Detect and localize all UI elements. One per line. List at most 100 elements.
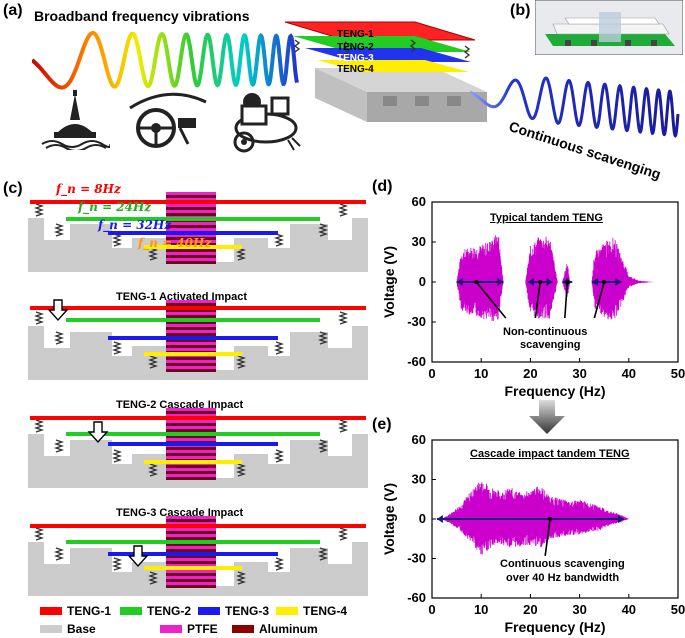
pointer-dot <box>474 280 479 284</box>
pointer-line <box>534 281 542 319</box>
device-photo <box>535 0 683 55</box>
chart-e-annotation-1: Continuous scavenging <box>500 558 625 570</box>
stage-1-diagram <box>28 299 368 380</box>
x-tick-label: 10 <box>474 602 488 617</box>
pointer-line <box>564 281 569 319</box>
span-arrow-head <box>546 278 553 286</box>
chart-e-annotation-2: over 40 Hz bandwidth <box>506 572 620 584</box>
x-tick-label: 40 <box>622 602 636 617</box>
legend-teng-3: TENG-3 <box>198 604 269 618</box>
legend-teng-4: TENG-4 <box>276 604 347 618</box>
stage-title-1: TENG-1 Activated Impact <box>116 291 248 303</box>
y-tick-label: -60 <box>407 590 426 605</box>
teng-2-label: TENG-2 <box>337 42 374 53</box>
x-tick-label: 40 <box>622 366 636 381</box>
legend-swatch <box>198 607 220 615</box>
panel-a-label: (a) <box>3 2 23 19</box>
legend-ptfe: PTFE <box>160 622 218 636</box>
y-tick-label: 30 <box>412 234 426 249</box>
panel-c-label: (c) <box>3 180 23 197</box>
engine-icon <box>233 93 301 153</box>
panel-d-label: (d) <box>372 178 393 195</box>
y-tick-label: 0 <box>419 274 426 289</box>
vibration-wave-input <box>32 31 299 90</box>
legend-swatch <box>276 607 298 615</box>
legend-teng-1: TENG-1 <box>40 604 111 618</box>
x-axis-label: Frequency (Hz) <box>504 619 605 635</box>
legend-swatch <box>232 625 254 633</box>
y-axis-label: Voltage (V) <box>381 246 397 318</box>
x-tick-label: 50 <box>671 602 685 617</box>
x-tick-label: 10 <box>474 366 488 381</box>
y-axis-label: Voltage (V) <box>381 483 397 555</box>
steering-wheel-icon <box>129 92 207 148</box>
y-tick-label: 60 <box>412 432 426 447</box>
legend-label: TENG-2 <box>147 604 192 618</box>
x-axis-label: Frequency (Hz) <box>504 383 605 399</box>
legend-swatch <box>120 607 142 615</box>
pointer-dot <box>565 280 570 284</box>
buoy-icon <box>41 90 110 150</box>
y-tick-label: -30 <box>407 551 426 566</box>
stage-2-diagram <box>28 408 368 488</box>
x-tick-label: 0 <box>428 366 435 381</box>
x-tick-label: 50 <box>671 366 685 381</box>
panel-b-label: (b) <box>510 2 531 19</box>
pointer-dot <box>538 280 543 284</box>
span-arrow-head <box>497 278 504 286</box>
legend-base: Base <box>40 622 96 636</box>
chart-d-annotation-1: Non-continuous <box>503 326 588 338</box>
teng-device-3d <box>284 21 487 122</box>
teng-4-label: TENG-4 <box>337 64 374 75</box>
freq-label-teng-1: f_n = 8Hz <box>56 182 121 196</box>
data-series-0 <box>456 235 653 321</box>
pointer-line <box>544 518 551 556</box>
y-tick-label: 30 <box>412 472 426 487</box>
chart-d-annotation-2: scavenging <box>520 339 581 351</box>
y-tick-label: -30 <box>407 314 426 329</box>
freq-label-teng-3: f_n = 32Hz <box>98 218 172 232</box>
x-tick-label: 20 <box>523 366 537 381</box>
freq-label-teng-4: f_n = 40Hz <box>138 236 212 250</box>
span-arrow-head <box>527 278 534 286</box>
stage-0-diagram <box>28 192 368 272</box>
legend-swatch <box>160 625 182 633</box>
y-tick-label: -60 <box>407 354 426 369</box>
y-tick-label: 60 <box>412 194 426 209</box>
span-arrow-head <box>436 515 443 523</box>
y-tick-label: 0 <box>419 511 426 526</box>
down-arrow-icon <box>529 400 565 434</box>
legend-teng-2: TENG-2 <box>120 604 191 618</box>
legend-label: TENG-4 <box>303 604 348 618</box>
freq-label-teng-2: f_n = 24Hz <box>78 200 152 214</box>
legend-label: TENG-3 <box>225 604 270 618</box>
stage-3-diagram <box>28 516 368 596</box>
x-tick-label: 30 <box>572 602 586 617</box>
legend-label: Base <box>67 622 96 636</box>
legend-swatch <box>40 625 62 633</box>
legend-label: PTFE <box>187 622 218 636</box>
x-tick-label: 30 <box>572 366 586 381</box>
legend-label: Aluminum <box>259 622 318 636</box>
panel-a-title: Broadband frequency vibrations <box>34 8 250 24</box>
teng-3-label: TENG-3 <box>337 53 374 64</box>
cascade-schematic <box>28 180 368 600</box>
x-tick-label: 0 <box>428 602 435 617</box>
span-arrow-head <box>456 278 463 286</box>
pointer-dot <box>548 517 553 521</box>
vibration-wave-output <box>470 76 680 138</box>
stage-title-3: TENG-3 Cascade Impact <box>116 507 244 519</box>
chart-d-title: Typical tandem TENG <box>490 212 603 224</box>
stage-title-2: TENG-2 Cascade Impact <box>116 399 244 411</box>
pointer-line <box>475 281 507 319</box>
chart-e-title: Cascade impact tandem TENG <box>470 448 630 460</box>
legend-swatch <box>40 607 62 615</box>
legend-aluminum: Aluminum <box>232 622 318 636</box>
pointer-dot <box>602 280 607 284</box>
span-arrow-head <box>617 515 624 523</box>
pointer-line <box>593 281 605 319</box>
teng-1-label: TENG-1 <box>337 29 374 40</box>
span-arrow-head <box>591 278 598 286</box>
